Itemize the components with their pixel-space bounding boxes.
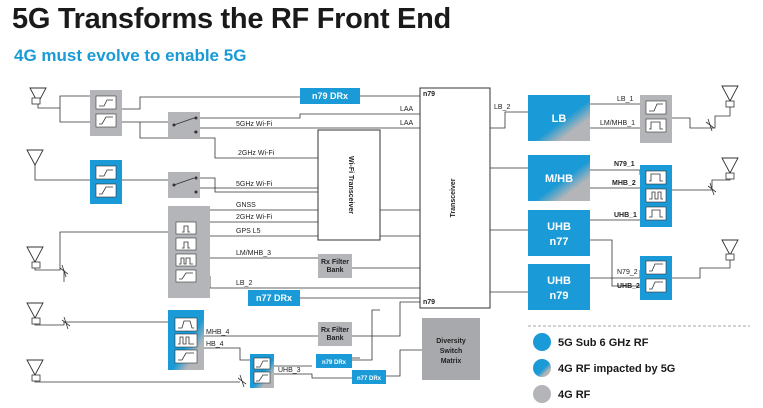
label-uhb2: UHB_2 (617, 283, 640, 290)
label-gps-l5: GPS L5 (236, 228, 261, 235)
diversity-label-2: Switch (440, 348, 463, 355)
transceiver (419, 87, 491, 309)
n77-drx-mid-label: n77 DRx (256, 293, 292, 303)
label-mhb4: MHB_4 (206, 329, 229, 336)
label-uhb1: UHB_1 (614, 212, 637, 219)
label-wifi2-1: 2GHz Wi-Fi (238, 150, 275, 157)
wifi-transceiver (317, 129, 381, 241)
rx-filter-bank-2 (318, 322, 352, 346)
label-lm-mhb1: LM/MHB_1 (600, 120, 635, 127)
antenna-icon (721, 85, 739, 102)
lb-block (528, 95, 590, 141)
rx-filter-bank-1-label2: Bank (326, 267, 343, 274)
antenna-icon (26, 246, 44, 263)
transceiver-label: Transceiver (450, 178, 457, 217)
uhb-n77-label-1: UHB (547, 221, 571, 233)
label-lb1: LB_1 (617, 96, 633, 103)
uhb-n79-label-1: UHB (547, 275, 571, 287)
legend: 5G Sub 6 GHz RF 4G RF impacted by 5G 4G … (533, 333, 675, 403)
antenna-icon (721, 239, 739, 256)
antenna-icon (26, 149, 44, 166)
antenna-icon (26, 359, 44, 376)
n79-drx-top (300, 88, 360, 104)
antenna-icon (29, 87, 47, 104)
lb-block-label: LB (552, 113, 567, 125)
rx-filter-bank-2-label2: Bank (326, 335, 343, 342)
n79-drx-small-label: n79 DRx (322, 360, 347, 366)
label-wifi2-2: 2GHz Wi-Fi (236, 214, 273, 221)
n79-top-label: n79 (423, 91, 435, 98)
uhb-n79-label-2: n79 (550, 290, 569, 302)
label-n79-2: N79_2 (617, 269, 638, 276)
rx-filter-bank-1-label: Rx Filter (321, 259, 349, 266)
multiplexer-module-4g (168, 206, 210, 298)
uhb-n79-block (528, 264, 590, 310)
n79-bottom-label: n79 (423, 299, 435, 306)
n79-drx-top-label: n79 DRx (312, 91, 348, 101)
n77-drx-small-label: n77 DRx (357, 376, 382, 382)
n77-drx-mid (248, 290, 300, 306)
n77-drx-small (352, 370, 386, 384)
label-hb4: HB_4 (206, 341, 224, 348)
diversity-switch-matrix (422, 318, 480, 380)
label-lb2-right: LB_2 (494, 104, 510, 111)
rx-filter-bank-1 (318, 254, 352, 278)
diversity-label-3: Matrix (441, 358, 462, 365)
label-uhb3: UHB_3 (278, 367, 301, 374)
tunable-cap-icons (59, 118, 717, 388)
n79-drx-small (316, 354, 352, 368)
antenna-icon (721, 157, 739, 174)
legend-label-4g-impacted: 4G RF impacted by 5G (558, 363, 675, 375)
label-laa-1: LAA (400, 106, 414, 113)
legend-label-5g: 5G Sub 6 GHz RF (558, 337, 649, 349)
uhb-n77-label-2: n77 (550, 236, 569, 248)
page-title: 5G Transforms the RF Front End (12, 3, 451, 35)
rx-filter-bank-2-label: Rx Filter (321, 327, 349, 334)
legend-swatch-mixed (533, 359, 551, 377)
legend-label-4g: 4G RF (558, 389, 591, 401)
page-subtitle: 4G must evolve to enable 5G (14, 46, 247, 65)
label-lb2-left: LB_2 (236, 280, 252, 287)
diversity-label-1: Diversity (436, 338, 466, 345)
legend-swatch-blue (533, 333, 551, 351)
label-lm-mhb-3: LM/MHB_3 (236, 250, 271, 257)
label-n79-1: N79_1 (614, 161, 635, 168)
antenna-icons (26, 85, 739, 376)
mhb-block-label: M/HB (545, 173, 573, 185)
label-laa-2: LAA (400, 120, 414, 127)
mhb-block (528, 155, 590, 201)
antenna-icon (26, 302, 44, 319)
label-wifi5-2: 5GHz Wi-Fi (236, 181, 273, 188)
label-gnss: GNSS (236, 202, 256, 209)
label-mhb2: MHB_2 (612, 180, 636, 187)
label-wifi5-1: 5GHz Wi-Fi (236, 121, 273, 128)
legend-swatch-gray (533, 385, 551, 403)
uhb-n77-block (528, 210, 590, 256)
wifi-transceiver-label: Wi-Fi Transceiver (347, 156, 354, 214)
tuner-icons (31, 97, 735, 382)
